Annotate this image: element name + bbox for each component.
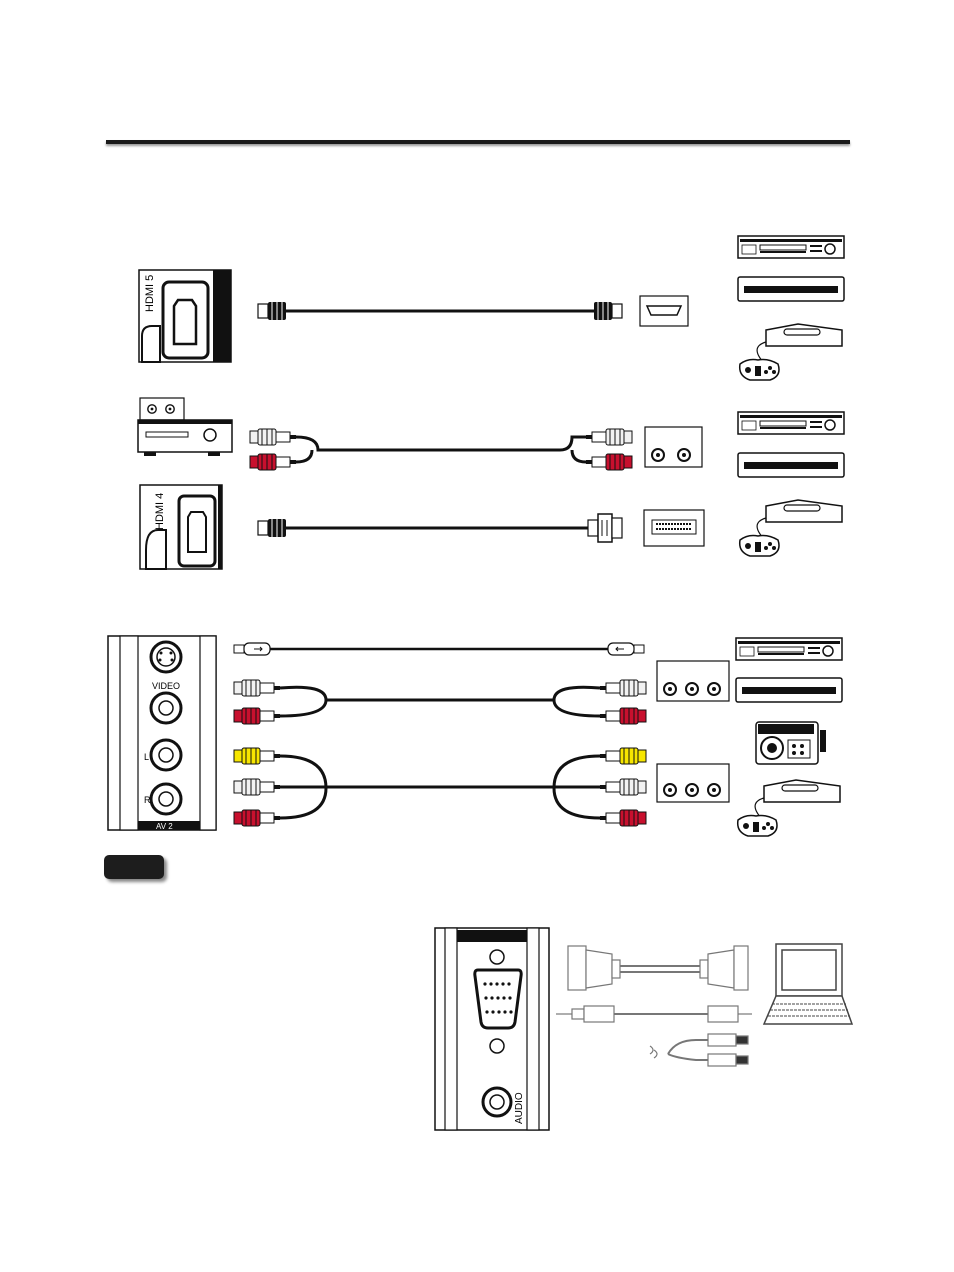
hdmi5-panel: HDMI 5 <box>139 270 231 362</box>
note-badge <box>104 855 164 879</box>
set-top-box-icon <box>738 277 844 301</box>
rca-splitter-cable <box>650 1034 748 1066</box>
left-label: L <box>144 752 149 762</box>
game-console-icon <box>738 780 840 836</box>
svideo-cable <box>234 643 644 655</box>
hdmi-cable <box>258 302 622 320</box>
vga-panel: AUDIO <box>435 928 549 1130</box>
dvd-player-icon <box>738 236 844 258</box>
svideo-jacks-icon <box>657 661 729 701</box>
audio-lr-cable-top <box>234 680 646 724</box>
laptop-icon <box>764 944 852 1024</box>
dvd-player-icon <box>738 412 844 434</box>
audio-label: AUDIO <box>514 1092 525 1124</box>
audio-out-jacks <box>645 427 702 467</box>
game-console-icon <box>740 500 842 556</box>
hdmi-port-icon <box>640 296 688 326</box>
hdmi5-label: HDMI 5 <box>144 275 156 312</box>
camcorder-icon <box>756 722 826 764</box>
composite-cable <box>234 748 646 826</box>
game-console-icon <box>740 324 842 380</box>
audio-cable <box>250 429 632 470</box>
amplifier-icon <box>138 398 232 456</box>
hdmi-dvi-cable <box>258 514 622 542</box>
audio-mini-cable <box>556 1006 752 1022</box>
av2-panel: VIDEO L R AV 2 <box>108 636 216 831</box>
hdmi4-panel: HDMI 4 <box>140 485 222 569</box>
composite-jacks-icon <box>657 764 729 802</box>
hdmi4-label: HDMI 4 <box>154 493 166 530</box>
av2-label: AV 2 <box>156 822 173 831</box>
dvd-player-icon <box>736 638 842 660</box>
video-label: VIDEO <box>152 681 180 691</box>
set-top-box-icon <box>736 678 842 702</box>
dvi-port-icon <box>644 510 704 546</box>
set-top-box-icon <box>738 453 844 477</box>
vga-connector-icon <box>568 946 748 990</box>
